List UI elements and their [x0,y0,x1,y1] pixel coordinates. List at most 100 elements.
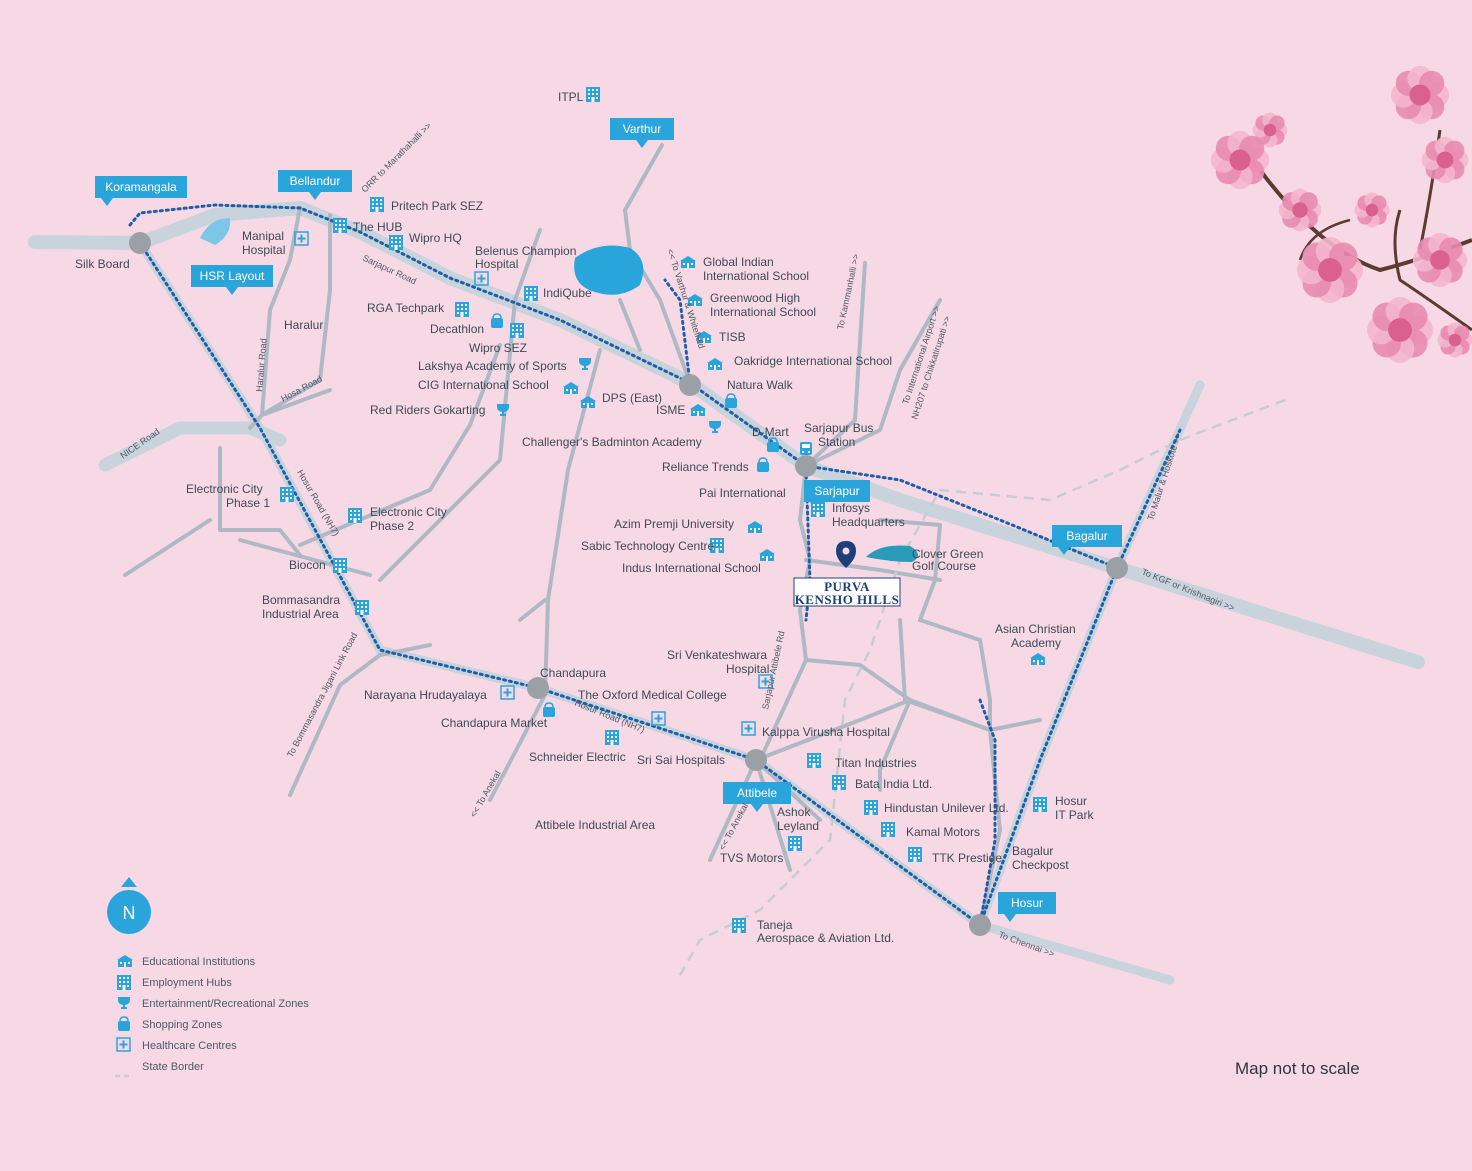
place-hospital: Hospital [242,231,309,257]
place-biocon: Biocon [289,558,347,573]
legend-label: Entertainment/Recreational Zones [142,998,309,1010]
place-clover-green: Clover Green [912,547,983,561]
place-hospital: Hospital [726,662,773,689]
location-tag-label: Bellandur [290,174,341,188]
place-sri-sai-hospitals: Sri Sai Hospitals [637,711,725,767]
place-label: Bagalur [1012,844,1053,858]
place-lakshya-academy-of-sports: Lakshya Academy of Sports [418,358,591,373]
place-label: Clover Green [912,547,983,561]
place-attibele-industrial-area: Attibele Industrial Area [535,818,655,832]
place-label: Red Riders Gokarting [370,403,485,417]
place-label: RGA Techpark [367,301,445,315]
place-label: Natura Walk [727,378,794,392]
legend-label: Employment Hubs [142,977,232,989]
place-manipal: Manipal [242,229,284,243]
legend-item-state-border: State Border [115,1061,204,1078]
place-the-oxford-medical-college: The Oxford Medical College [578,688,727,702]
place-pai-international: Pai International [699,486,786,500]
place-label: DPS (East) [602,391,662,405]
place-label: Titan Industries [835,756,917,770]
map-not-to-scale-note: Map not to scale [1235,1059,1360,1078]
place-electronic-city: Electronic City [348,505,447,523]
place-label: Checkpost [1012,858,1069,872]
place-industrial-area: Industrial Area [262,600,369,621]
place-label: Greenwood High [710,291,800,305]
location-tag-hsr-layout: HSR Layout [191,265,273,295]
place-bagalur: Bagalur [1012,844,1053,858]
legend-item-shopping-zones: Shopping Zones [117,1016,223,1032]
place-taneja: Taneja [732,918,793,933]
location-tag-label: Sarjapur [814,484,859,498]
place-label: Kamal Motors [906,825,980,839]
place-label: Global Indian [703,255,774,269]
junctions [129,232,1128,936]
place-cig-international-school: CIG International School [418,378,579,394]
legend-label: Healthcare Centres [142,1040,237,1052]
place-station: Station [818,435,855,449]
location-tag-label: Varthur [623,122,661,136]
place-wipro-sez: Wipro SEZ [469,323,527,355]
building-icon [280,487,294,502]
building-icon [455,302,469,317]
bag-icon [542,702,556,718]
hospital-icon [741,721,756,736]
place-label: Attibele Industrial Area [535,818,655,832]
road-label: ORR to Marathahalli >> [359,120,433,194]
place-itpl: ITPL [558,87,600,104]
building-icon [510,323,524,338]
compass-arrow-icon [121,877,137,887]
place-label: International School [710,305,816,319]
hospital-icon [500,685,515,700]
place-phase-1: Phase 1 [226,487,294,510]
place-label: TVS Motors [720,851,783,865]
project-marker: PURVA KENSHO HILLS [793,541,901,607]
legend-item-educational-institutions: Educational Institutions [117,955,256,968]
place-label: Infosys [832,501,870,515]
place-kalppa-virusha-hospital: Kalppa Virusha Hospital [741,721,890,739]
building-icon [732,918,746,933]
place-belenus-champion: Belenus Champion [475,244,576,258]
school-icon [690,404,706,416]
place-label: Wipro HQ [409,231,462,245]
place-label: Asian Christian [995,622,1076,636]
building-icon [333,558,347,573]
place-the-hub: The HUB [333,218,402,234]
location-tag-label: Bagalur [1066,529,1107,543]
place-label: Oakridge International School [734,354,892,368]
place-label: Schneider Electric [529,750,626,764]
legend-item-entertainment-recreational-zones: Entertainment/Recreational Zones [118,997,309,1010]
place-label: IndiQube [543,286,592,300]
place-haralur: Haralur [284,318,323,332]
place-checkpost: Checkpost [1012,858,1069,872]
place-headquarters: Headquarters [832,515,905,529]
place-chandapura: Chandapura [540,666,606,680]
building-icon [864,800,878,815]
place-label: Hospital [726,662,769,676]
legend-label: Educational Institutions [142,956,256,968]
lake-bellandur [200,218,231,245]
place-label: Ashok [777,805,811,819]
place-label: Sri Venkateshwara [667,648,767,662]
place-hosur: Hosur [1033,794,1087,812]
building-icon [807,753,821,768]
place-label: Indus International School [622,561,761,575]
place-label: Station [818,435,855,449]
place-label: Academy [1011,636,1061,650]
building-icon [117,975,131,990]
place-indus-international-school: Indus International School [622,549,775,575]
building-icon [348,508,362,523]
place-d-mart: D-Mart [752,425,789,453]
school-icon [747,521,763,533]
road-label: To Malur & Hoskote >> [1145,431,1183,521]
place-label: ITPL [558,90,584,104]
place-label: Silk Board [75,257,130,271]
place-label: Industrial Area [262,607,339,621]
location-tag-varthur: Varthur [610,118,674,148]
school-icon [117,955,133,967]
place-azim-premji-university: Azim Premji University [614,517,763,533]
trophy-icon [497,404,509,416]
place-natura-walk: Natura Walk [724,378,794,409]
place-sabic-technology-centre: Sabic Technology Centre [581,538,724,553]
